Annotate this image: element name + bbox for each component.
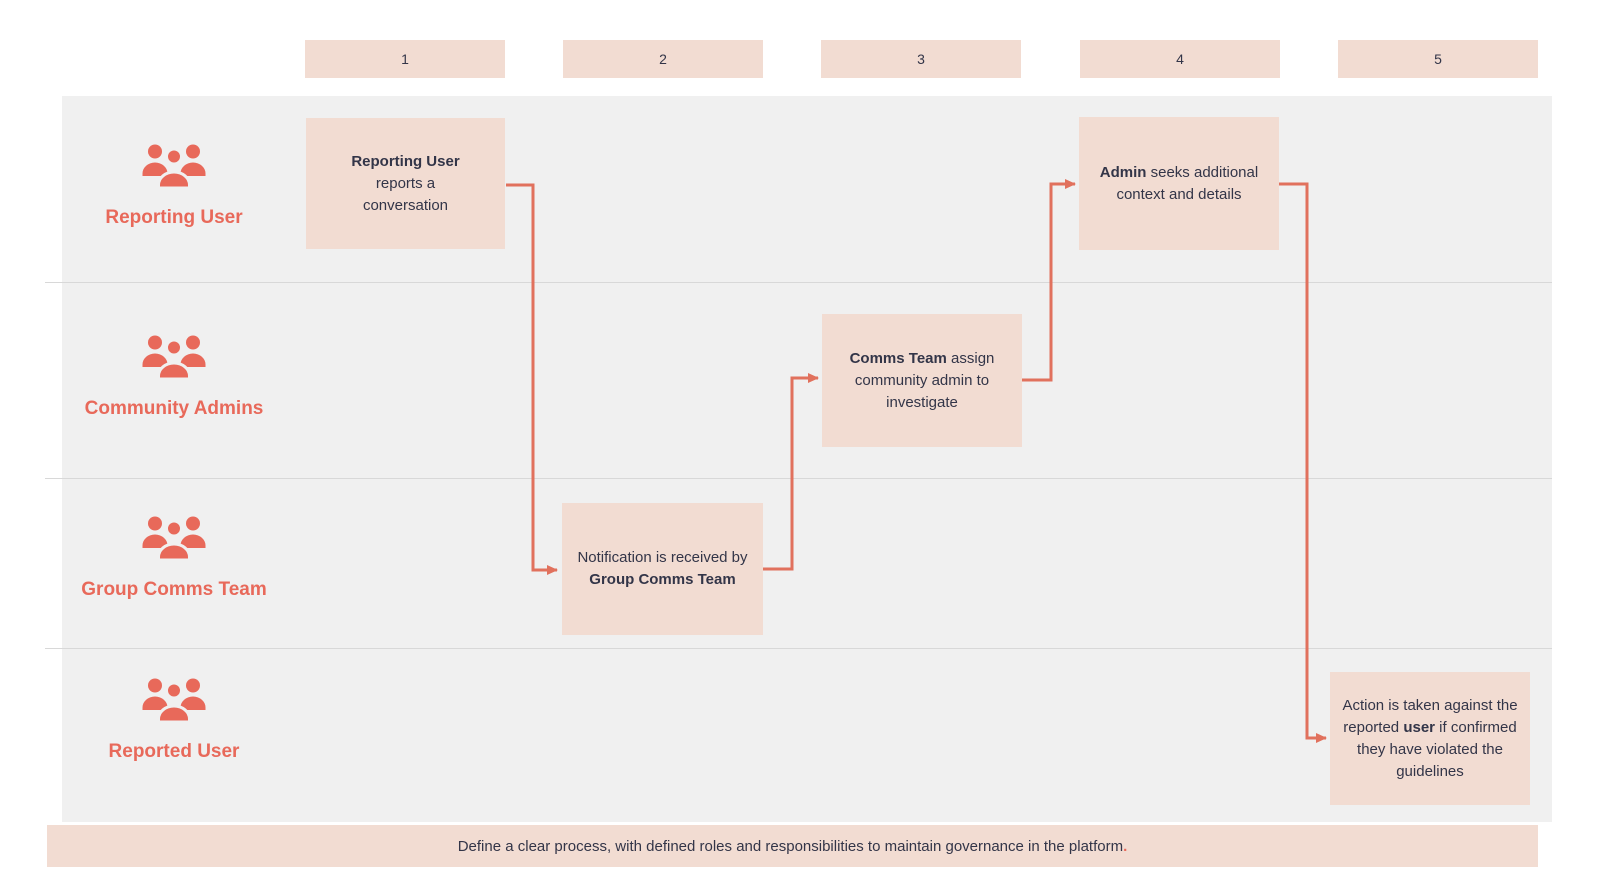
lane-group-comms-team: Group Comms Team [64, 515, 284, 602]
footer-period: . [1123, 837, 1128, 855]
people-group-icon [141, 334, 207, 380]
step-box-2: Notification is received by Group Comms … [562, 503, 763, 635]
column-header-2: 2 [563, 40, 763, 78]
column-header-4: 4 [1080, 40, 1280, 78]
lane-label: Reporting User [105, 207, 243, 228]
lane-community-admins: Community Admins [64, 334, 284, 421]
lane-label: Group Comms Team [81, 579, 267, 600]
lane-reported-user: Reported User [64, 677, 284, 764]
column-header-5: 5 [1338, 40, 1538, 78]
lane-label: Community Admins [84, 398, 264, 419]
lane-reporting-user: Reporting User [64, 143, 284, 230]
lane-label: Reported User [108, 741, 240, 762]
footer-text: Define a clear process, with defined rol… [457, 837, 1124, 855]
step-text: Notification is received by Group Comms … [577, 549, 748, 588]
lane-area [62, 96, 1552, 822]
footer-bar: Define a clear process, with defined rol… [47, 825, 1538, 867]
lane-divider-3 [45, 648, 1552, 649]
step-text: Admin seeks additional context and detai… [1099, 163, 1259, 203]
people-group-icon [141, 515, 207, 561]
people-group-icon [141, 677, 207, 723]
column-header-3: 3 [821, 40, 1021, 78]
step-text: Action is taken against the reported use… [1342, 696, 1518, 780]
step-box-3: Comms Team assign community admin to inv… [822, 314, 1022, 447]
people-group-icon [141, 143, 207, 189]
step-box-4: Admin seeks additional context and detai… [1079, 117, 1279, 250]
step-box-1: Reporting User reports a conversation [306, 118, 505, 249]
step-box-5: Action is taken against the reported use… [1330, 672, 1530, 805]
lane-divider-1 [45, 282, 1552, 283]
step-text: Reporting User reports a conversation [351, 152, 460, 214]
column-header-1: 1 [305, 40, 505, 78]
lane-divider-2 [45, 478, 1552, 479]
step-text: Comms Team assign community admin to inv… [849, 349, 995, 411]
